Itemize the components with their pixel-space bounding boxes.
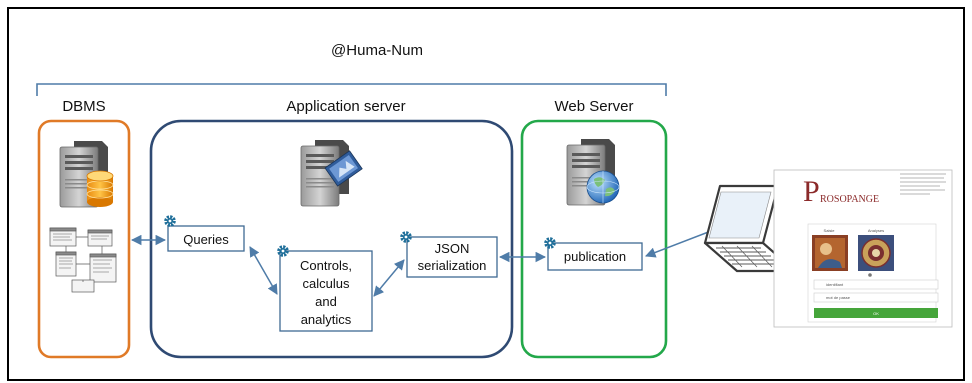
- org-label: @Huma-Num: [331, 42, 423, 59]
- queries-label: Queries: [183, 232, 229, 247]
- json-label-line-2: serialization: [418, 258, 487, 273]
- controls-label-line-1: Controls,: [300, 258, 352, 273]
- queries-controls-arrow: [249, 246, 278, 295]
- website-logo-initial: P: [803, 175, 820, 208]
- publication-label: publication: [564, 249, 626, 264]
- website-username-placeholder: identifiant: [826, 282, 844, 287]
- application-server-label: Application server: [286, 98, 405, 115]
- dbms-container: [37, 119, 131, 359]
- website-screenshot: P ROSOPANGE Saisie Analyses identifiant …: [773, 169, 953, 328]
- outer-frame: [7, 7, 965, 381]
- website-logo-name: ROSOPANGE: [820, 194, 879, 205]
- website-caption-1: Saisie: [824, 228, 836, 233]
- json-serialization-box: [406, 236, 498, 278]
- laptop-icon: [703, 184, 797, 273]
- queries-gear-icon: [164, 215, 176, 227]
- website-password-placeholder: mot de passe: [826, 295, 851, 300]
- dbms-label: DBMS: [62, 98, 105, 115]
- web-server-icon: [566, 138, 620, 206]
- website-password-field[interactable]: [813, 292, 939, 303]
- website-caption-2: Analyses: [868, 228, 884, 233]
- controls-label-line-2: calculus: [303, 276, 350, 291]
- website-intro-text-lines: [900, 173, 946, 195]
- application-server-icon: [300, 139, 363, 207]
- infrastructure-bracket: [36, 83, 667, 96]
- website-image-right: [858, 235, 894, 271]
- controls-box: [279, 250, 373, 332]
- queries-box: [167, 225, 245, 252]
- website-image-left: [812, 235, 848, 271]
- web-server-label: Web Server: [555, 98, 634, 115]
- publication-box: [547, 242, 643, 271]
- database-schema-icon: [49, 227, 117, 293]
- controls-json-arrow: [373, 259, 405, 297]
- database-cylinder-icon: [86, 170, 114, 207]
- controls-label-line-4: analytics: [301, 312, 352, 327]
- website-divider-dot: [868, 273, 872, 277]
- json-label-line-1: JSON: [435, 241, 470, 256]
- website-username-field[interactable]: [813, 279, 939, 290]
- controls-label-line-3: and: [315, 294, 337, 309]
- website-ok-button[interactable]: [814, 308, 938, 318]
- website-ok-label: OK: [873, 311, 879, 316]
